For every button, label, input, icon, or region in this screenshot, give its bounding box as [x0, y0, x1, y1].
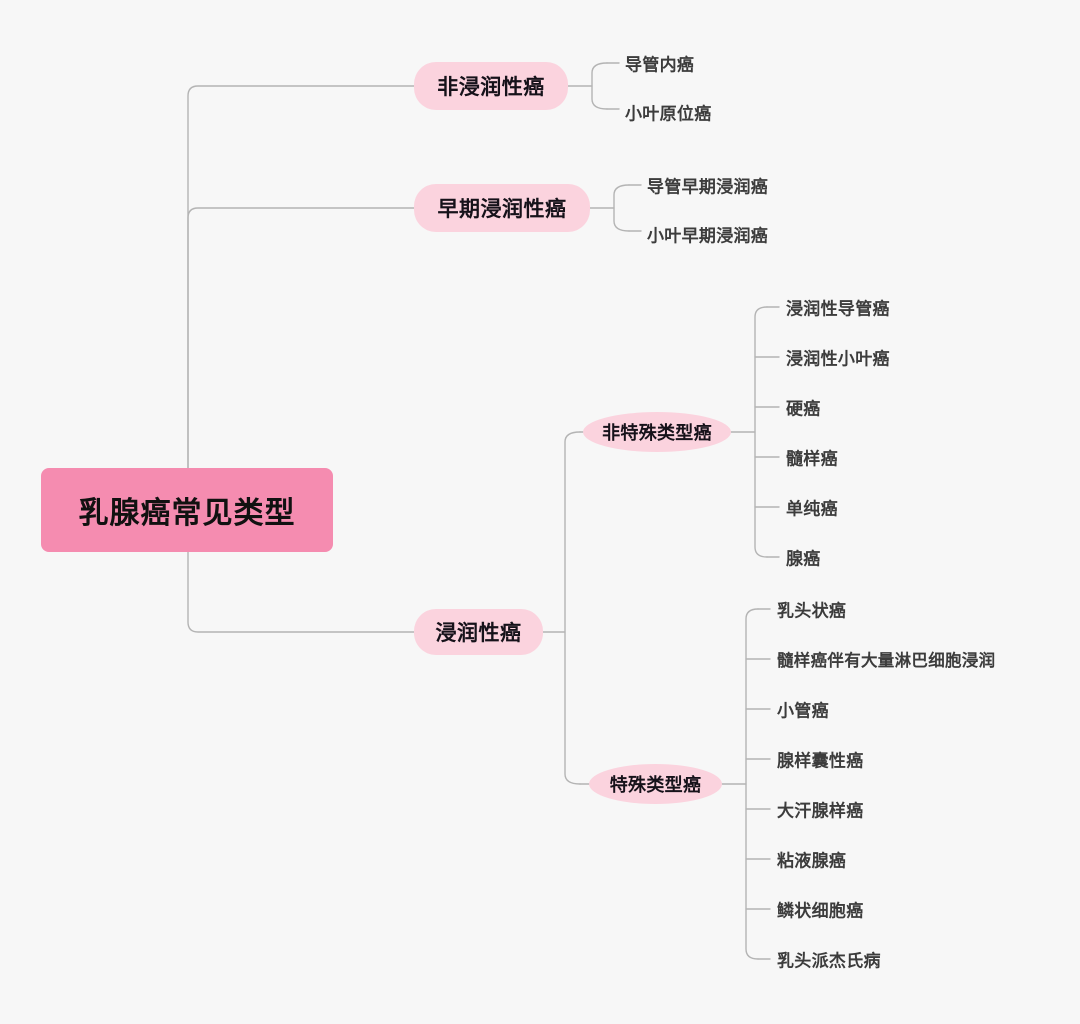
leaf-text: 浸润性导管癌 — [786, 299, 890, 319]
leaf-text: 小管癌 — [777, 701, 829, 721]
leaf-text: 大汗腺样癌 — [777, 801, 864, 821]
leaf-text: 乳头状癌 — [777, 601, 847, 621]
leaf-label[interactable]: 髓样癌伴有大量淋巴细胞浸润 — [777, 647, 995, 671]
leaf-label[interactable]: 单纯癌 — [786, 495, 838, 520]
subgroup-node-non-special-type[interactable]: 非特殊类型癌 — [583, 412, 731, 452]
branch-node-invasive[interactable]: 浸润性癌 — [414, 609, 543, 655]
subgroup-node-label: 非特殊类型癌 — [602, 423, 712, 443]
subgroup-node-special-type[interactable]: 特殊类型癌 — [589, 764, 722, 804]
leaf-text: 导管内癌 — [625, 55, 695, 75]
bracket-branch-3 — [564, 431, 581, 785]
leaf-label[interactable]: 小叶原位癌 — [625, 100, 712, 125]
leaf-text: 粘液腺癌 — [777, 851, 847, 871]
leaf-text: 鳞状细胞癌 — [777, 901, 864, 921]
leaf-text: 硬癌 — [786, 399, 821, 419]
leaf-label[interactable]: 小叶早期浸润癌 — [647, 222, 768, 247]
leaf-label[interactable]: 粘液腺癌 — [777, 847, 846, 872]
leaf-text: 单纯癌 — [786, 499, 838, 519]
leaf-text: 小叶原位癌 — [625, 104, 712, 124]
branch-node-label: 浸润性癌 — [435, 622, 522, 645]
leaf-label[interactable]: 硬癌 — [786, 395, 821, 420]
leaf-text: 髓样癌伴有大量淋巴细胞浸润 — [777, 652, 996, 670]
leaf-label[interactable]: 浸润性小叶癌 — [786, 345, 890, 370]
bracket-branch-2 — [613, 184, 630, 232]
bracket-subgroup-2 — [745, 608, 759, 960]
branch-node-label: 早期浸润性癌 — [437, 198, 567, 221]
leaf-label[interactable]: 腺癌 — [786, 545, 821, 570]
leaf-label[interactable]: 鳞状细胞癌 — [777, 897, 864, 922]
root-node[interactable]: 乳腺癌常见类型 — [41, 468, 333, 552]
trunk-to-branch-1 — [187, 85, 415, 511]
branch-node-label: 非浸润性癌 — [437, 76, 545, 99]
bracket-subgroup-1 — [754, 306, 768, 558]
branch-node-non-invasive[interactable]: 非浸润性癌 — [414, 62, 568, 110]
subgroup-node-label: 特殊类型癌 — [609, 775, 702, 795]
leaf-label[interactable]: 导管内癌 — [625, 51, 694, 76]
leaf-label[interactable]: 乳头状癌 — [777, 597, 846, 622]
leaf-label[interactable]: 腺样囊性癌 — [777, 747, 864, 772]
leaf-label[interactable]: 大汗腺样癌 — [777, 797, 864, 822]
leaf-label[interactable]: 小管癌 — [777, 697, 829, 722]
leaf-text: 浸润性小叶癌 — [786, 349, 890, 369]
leaf-label[interactable]: 髓样癌 — [786, 445, 838, 470]
root-node-label: 乳腺癌常见类型 — [78, 497, 296, 530]
leaf-text: 髓样癌 — [786, 449, 838, 469]
trunk-to-branch-2 — [187, 207, 415, 511]
leaf-text: 乳头派杰氏病 — [777, 951, 881, 971]
leaf-label[interactable]: 乳头派杰氏病 — [777, 947, 881, 972]
branch-node-early-invasive[interactable]: 早期浸润性癌 — [414, 184, 590, 232]
leaf-label[interactable]: 导管早期浸润癌 — [647, 173, 768, 198]
leaf-label[interactable]: 浸润性导管癌 — [786, 295, 890, 320]
leaf-text: 小叶早期浸润癌 — [647, 226, 769, 246]
bracket-branch-1 — [591, 62, 608, 110]
leaf-text: 导管早期浸润癌 — [647, 177, 769, 197]
leaf-text: 腺样囊性癌 — [777, 751, 864, 771]
leaf-text: 腺癌 — [786, 549, 821, 569]
